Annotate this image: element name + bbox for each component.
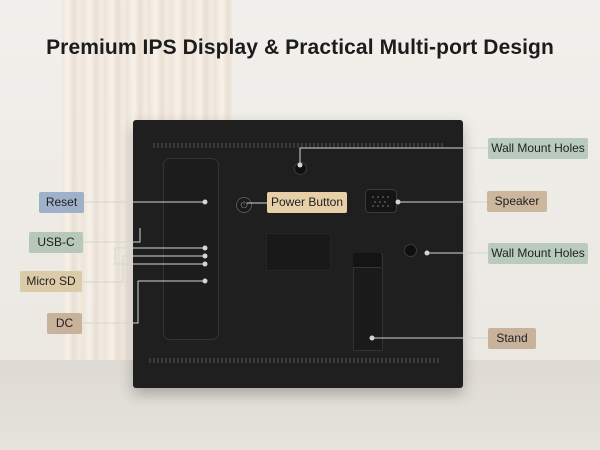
power-icon: ⏻ (236, 197, 252, 213)
wall-mount-hole-mid (404, 244, 417, 257)
top-vent (153, 143, 443, 148)
speaker-grille-icon (365, 189, 397, 213)
usbc-label: USB-C (29, 232, 83, 253)
power-button-label: Power Button (267, 192, 347, 213)
dc-label: DC (47, 313, 82, 334)
label-plate (266, 233, 331, 271)
stand-label: Stand (488, 328, 536, 349)
bottom-vent (149, 358, 439, 363)
page-title: Premium IPS Display & Practical Multi-po… (46, 36, 554, 59)
speaker-label: Speaker (487, 191, 547, 212)
wall-mount-holes-label-top: Wall Mount Holes (488, 138, 588, 159)
reset-label: Reset (39, 192, 84, 213)
port-panel (163, 158, 219, 340)
stand-hinge (353, 253, 381, 268)
stand-body (353, 253, 383, 351)
microsd-label: Micro SD (20, 271, 82, 292)
wall-mount-holes-label-mid: Wall Mount Holes (488, 243, 588, 264)
